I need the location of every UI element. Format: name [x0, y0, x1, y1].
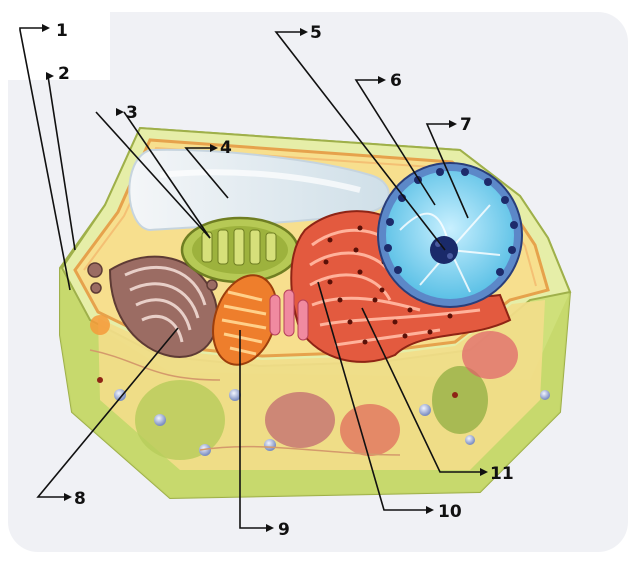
label-4: 4 [220, 138, 232, 158]
leader-3b [123, 111, 211, 239]
leader-9 [239, 330, 272, 529]
label-11: 11 [490, 464, 514, 484]
leader-7 [425, 123, 469, 219]
cytoplasm-details [89, 315, 550, 460]
leader-11 [361, 307, 486, 473]
label-9: 9 [278, 520, 290, 540]
label-6: 6 [390, 71, 402, 91]
label-7: 7 [460, 115, 472, 135]
leader-4 [184, 147, 229, 199]
nucleus [377, 162, 523, 308]
chloroplast [180, 216, 300, 284]
label-2: 2 [58, 64, 70, 84]
cell-body [59, 126, 572, 500]
label-3: 3 [126, 103, 138, 123]
leader-10 [317, 281, 432, 511]
golgi-apparatus [87, 255, 219, 358]
leader-3 [95, 111, 211, 239]
label-8: 8 [74, 489, 86, 509]
leader-arrows [42, 24, 488, 532]
leader-6 [354, 79, 436, 206]
label-1: 1 [56, 21, 68, 41]
leader-5 [274, 31, 446, 251]
leader-8 [36, 327, 179, 498]
mitochondrion [212, 274, 278, 366]
label-10: 10 [438, 502, 462, 522]
leader-1 [19, 27, 71, 291]
label-5: 5 [310, 23, 322, 43]
